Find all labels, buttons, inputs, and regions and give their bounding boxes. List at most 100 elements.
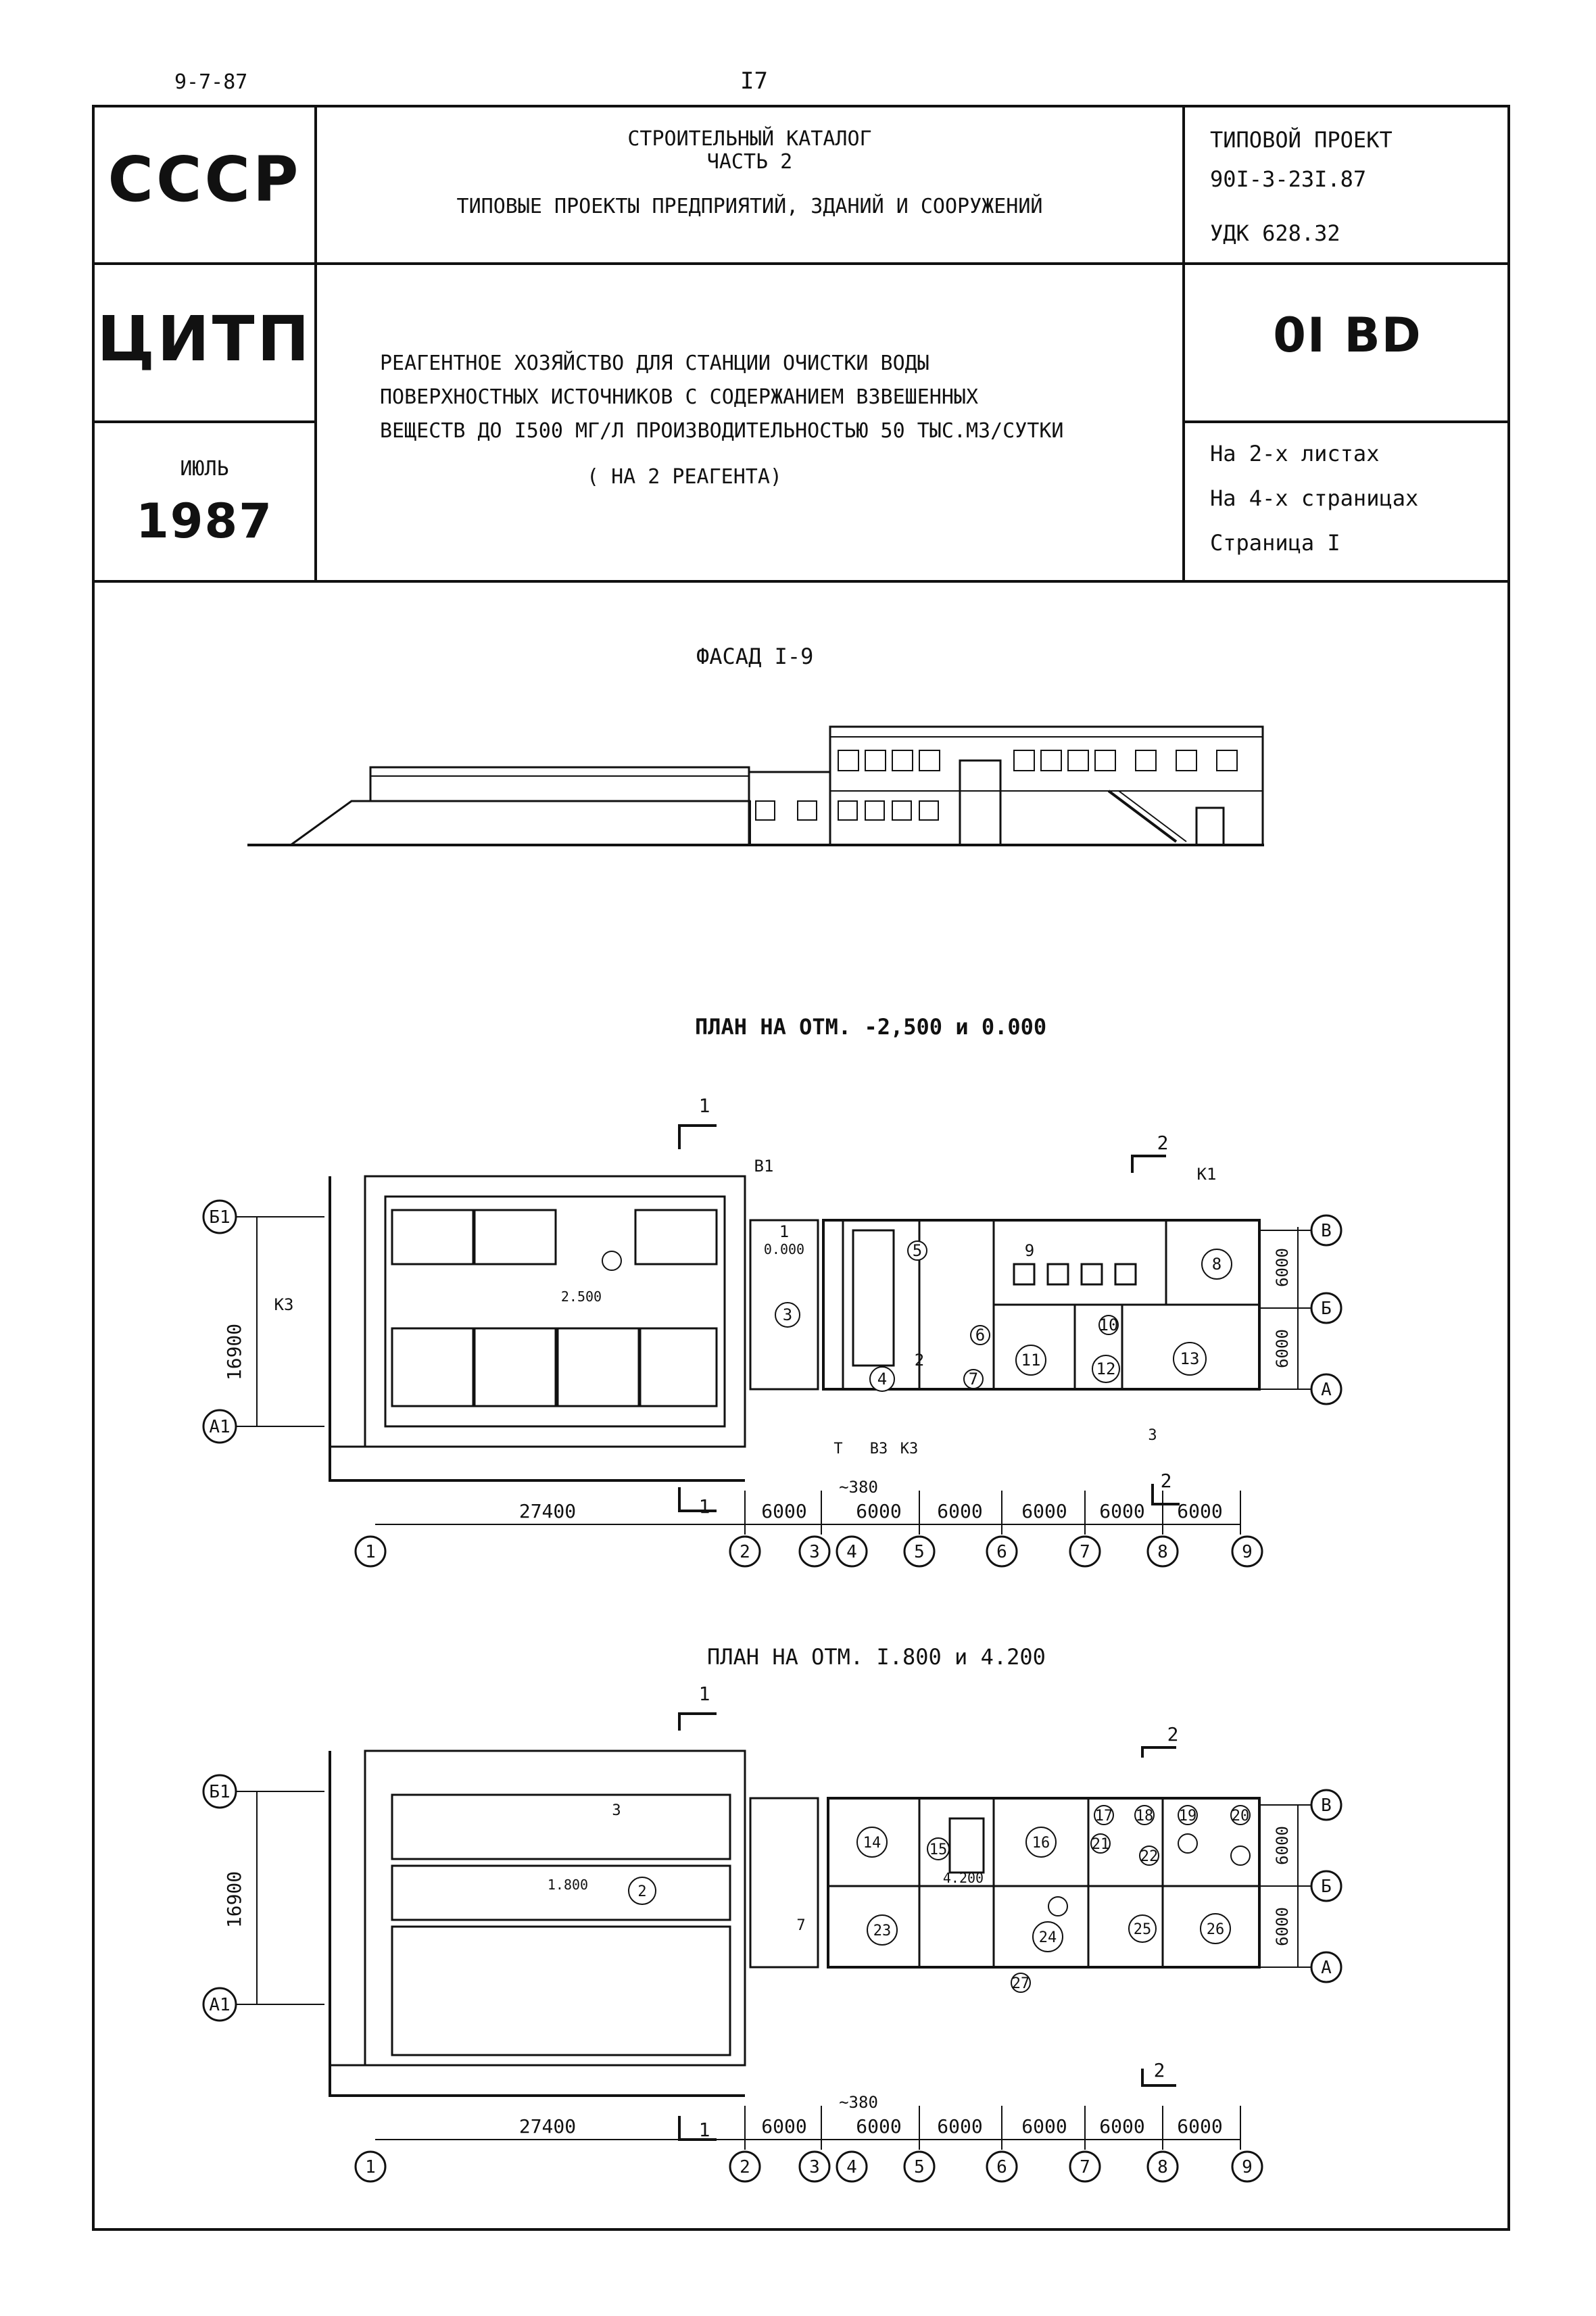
section2-2-top: 2 — [1167, 1723, 1179, 1745]
room-16-p2: 16 — [1032, 1835, 1050, 1852]
room-4-p1: 4 — [877, 1370, 887, 1389]
label-k1: К1 — [1197, 1165, 1217, 1184]
plan1-title: ПЛАН НА ОТМ. -2,500 и 0.000 — [695, 1014, 1047, 1040]
room-7-p1: 7 — [969, 1370, 978, 1389]
room-6-p1: 6 — [975, 1326, 985, 1345]
dim-overall-plan1: 27400 — [519, 1500, 576, 1522]
label-3: 3 — [1148, 1427, 1157, 1444]
plan2-title: ПЛАН НА ОТМ. I.800 и 4.200 — [707, 1644, 1046, 1670]
room-21-p2: 21 — [1092, 1836, 1110, 1853]
title-line4: ( НА 2 РЕАГЕНТА) — [587, 465, 782, 489]
page-number: I7 — [740, 68, 768, 95]
facade-drawing — [247, 725, 1264, 846]
axis2-col-4: 4 — [846, 2157, 857, 2177]
axis-col-5: 5 — [914, 1542, 925, 1562]
axis2-col-1: 1 — [365, 2157, 376, 2177]
section2-1-top: 1 — [699, 1683, 710, 1705]
room-3-p1: 3 — [783, 1305, 792, 1324]
room-20-p2: 20 — [1232, 1808, 1250, 1825]
room-11-p1: 11 — [1021, 1351, 1041, 1370]
label-k3: К3 — [274, 1295, 294, 1314]
room-26-p2: 26 — [1207, 1921, 1225, 1938]
header-divider-left — [314, 105, 317, 581]
title-line1: РЕАГЕНТНОЕ ХОЗЯЙСТВО ДЛЯ СТАНЦИИ ОЧИСТКИ… — [380, 352, 929, 375]
dim-gap-plan1: ~380 — [839, 1478, 878, 1497]
axis-col-3: 3 — [809, 1542, 820, 1562]
axis2-row-b1: Б1 — [209, 1782, 230, 1802]
dim2-bay-d: 6000 — [1021, 2115, 1067, 2138]
dim-overall-plan2: 27400 — [519, 2115, 576, 2138]
dim-gap-plan2: ~380 — [839, 2093, 878, 2112]
org-citp: ЦИТП — [97, 303, 312, 375]
axis-col-7: 7 — [1080, 1542, 1090, 1562]
room-22-p2: 22 — [1140, 1848, 1159, 1865]
room-14-p2: 14 — [863, 1835, 881, 1852]
section-1-top: 1 — [699, 1094, 710, 1117]
axis2-row-b: Б — [1321, 1877, 1332, 1897]
dim-bay-c: 6000 — [937, 1500, 982, 1522]
label-b3: В3 — [870, 1441, 888, 1457]
header-row-divider — [92, 262, 1510, 265]
section-1-bottom: 1 — [699, 1495, 710, 1518]
axis-row-b: Б — [1321, 1299, 1332, 1319]
dim2-bay-c: 6000 — [937, 2115, 982, 2138]
axis2-col-5: 5 — [914, 2157, 925, 2177]
room-12-p1: 12 — [1096, 1359, 1116, 1378]
dim-bay-d: 6000 — [1021, 1500, 1067, 1522]
dim-right-plan2-a: 6000 — [1273, 1826, 1292, 1865]
room-24-p2: 24 — [1039, 1929, 1057, 1946]
project-label: ТИПОВОЙ ПРОЕКТ — [1210, 127, 1393, 153]
axis-row-a: А — [1321, 1380, 1332, 1400]
dim-height-plan2: 16900 — [223, 1871, 245, 1928]
room-23-p2: 23 — [873, 1923, 892, 1939]
section-markers — [678, 1124, 1180, 2141]
dim-right-plan1-a: 6000 — [1273, 1248, 1292, 1287]
dim-bay-a: 6000 — [761, 1500, 806, 1522]
room-1-p1: 1 — [779, 1222, 789, 1241]
axis-col-9: 9 — [1242, 1542, 1253, 1562]
mark-p1a: 2.500 — [561, 1288, 602, 1305]
axis2-col-7: 7 — [1080, 2157, 1090, 2177]
label-v1: В1 — [754, 1157, 774, 1176]
month-label: ИЮЛЬ — [180, 457, 229, 481]
dim2-bay-e: 6000 — [1099, 2115, 1144, 2138]
header-divider-right — [1182, 105, 1185, 581]
axis-col-1: 1 — [365, 1542, 376, 1562]
right-cell-divider — [1182, 420, 1510, 423]
plan1-drawing — [230, 1175, 1311, 1535]
section-2-bottom: 2 — [1161, 1470, 1172, 1492]
axis2-col-8: 8 — [1157, 2157, 1168, 2177]
catalog-line1: СТРОИТЕЛЬНЫЙ КАТАЛОГ — [627, 127, 872, 151]
room-2-p1: 2 — [915, 1351, 924, 1370]
catalog-line3: ТИПОВЫЕ ПРОЕКТЫ ПРЕДПРИЯТИЙ, ЗДАНИЙ И СО… — [456, 195, 1043, 218]
dim-right-plan1-b: 6000 — [1273, 1329, 1292, 1368]
axis-col-4: 4 — [846, 1542, 857, 1562]
axis-row-a1: А1 — [209, 1417, 230, 1437]
room-9-p1: 9 — [1025, 1241, 1034, 1260]
room-7-p2: 7 — [796, 1917, 805, 1934]
room-3-p2: 3 — [612, 1802, 621, 1819]
room-19-p2: 19 — [1179, 1808, 1197, 1825]
room-25-p2: 25 — [1134, 1921, 1152, 1938]
axis2-col-3: 3 — [809, 2157, 820, 2177]
axis2-row-a1: А1 — [209, 1995, 230, 2015]
facade-title: ФАСАД I-9 — [696, 644, 814, 669]
axis2-col-2: 2 — [740, 2157, 750, 2177]
room-13-p1: 13 — [1180, 1349, 1200, 1368]
section-2-top: 2 — [1157, 1132, 1169, 1154]
label-k3b: К3 — [900, 1441, 919, 1457]
room-17-p2: 17 — [1095, 1808, 1113, 1825]
dim2-bay-f: 6000 — [1177, 2115, 1222, 2138]
axis2-row-v: В — [1321, 1795, 1332, 1816]
sheets-count: На 2-х листах — [1210, 441, 1380, 466]
dim-bay-e: 6000 — [1099, 1500, 1144, 1522]
room-15-p2: 15 — [929, 1841, 948, 1858]
plan2-drawing — [230, 1750, 1311, 2150]
mark-p2b: 4.200 — [943, 1870, 984, 1886]
project-number: 90I-3-23I.87 — [1210, 166, 1367, 192]
dim-height-plan1: 16900 — [223, 1324, 245, 1380]
pages-count: На 4-х страницах — [1210, 485, 1419, 511]
